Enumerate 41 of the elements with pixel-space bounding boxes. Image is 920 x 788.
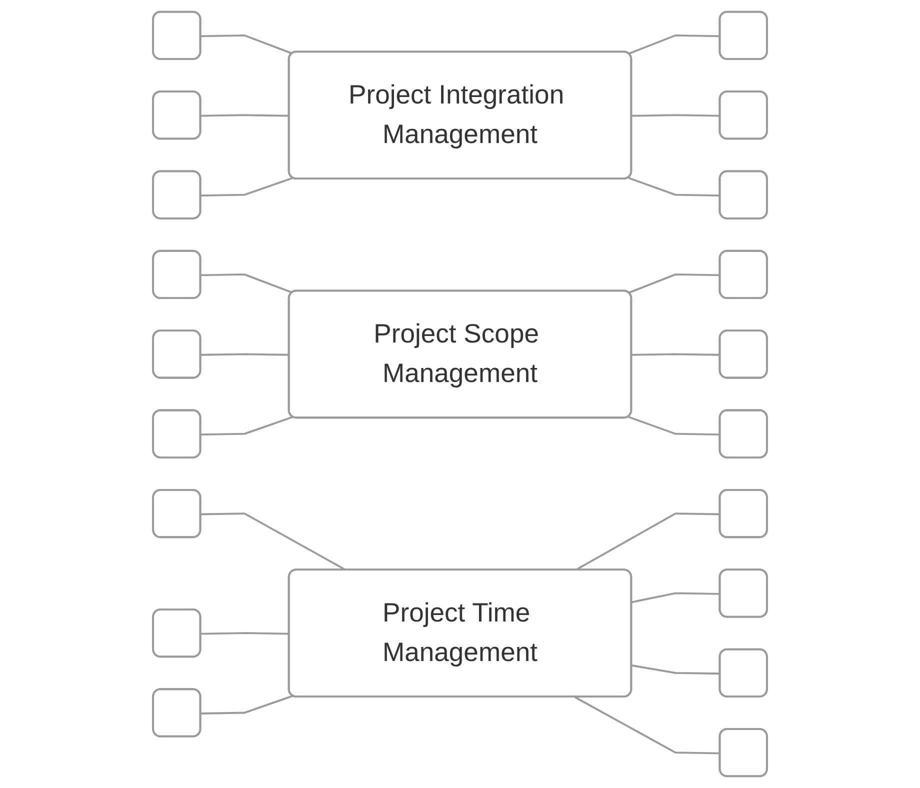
blank-box [152, 688, 202, 738]
connector-line [628, 274, 720, 294]
topic-box: Project Scope Management [288, 290, 632, 419]
connector-line [628, 34, 720, 55]
blank-box [718, 488, 768, 538]
connector-line [201, 695, 294, 714]
blank-box [718, 728, 768, 778]
blank-box [152, 10, 202, 60]
connector-line [632, 114, 720, 117]
topic-box: Project Time Management [288, 568, 632, 698]
connector-line [574, 696, 720, 754]
blank-box [152, 170, 202, 220]
blank-box [718, 10, 768, 60]
blank-box [718, 409, 768, 458]
connector-line [574, 512, 720, 572]
connector-line [632, 664, 720, 675]
connector-line [201, 353, 290, 356]
connector-line [201, 512, 347, 572]
blank-box [152, 330, 202, 379]
blank-box [718, 170, 768, 220]
blank-box [718, 648, 768, 698]
connector-line [201, 34, 294, 55]
connector-line [201, 274, 294, 294]
blank-box [152, 608, 202, 658]
blank-box [152, 250, 202, 300]
blank-box [718, 250, 768, 300]
blank-box [718, 90, 768, 140]
blank-box [718, 330, 768, 379]
connector-line [632, 592, 720, 604]
blank-box [152, 409, 202, 458]
blank-box [152, 90, 202, 140]
connector-line [628, 177, 720, 196]
connector-line [632, 353, 720, 356]
blank-box [718, 568, 768, 618]
connector-line [201, 114, 290, 117]
connector-line [201, 177, 294, 196]
topic-box: Project Integration Management [288, 50, 632, 180]
connector-line [201, 416, 294, 436]
connector-line [628, 416, 720, 436]
connector-line [201, 632, 290, 635]
blank-box [152, 488, 202, 538]
